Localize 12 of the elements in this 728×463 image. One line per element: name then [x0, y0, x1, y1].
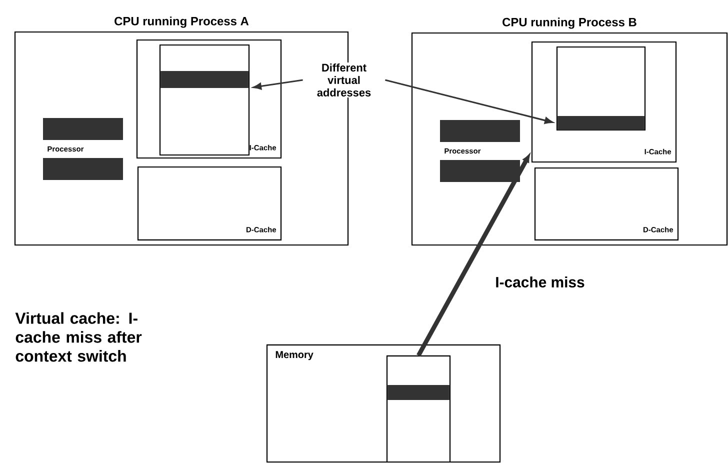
node-label: CPU running Process B	[502, 18, 636, 29]
caption-text: Virtual cache: I-cache miss after context switch	[15, 312, 142, 362]
cache-page-box	[556, 46, 646, 131]
arrow	[253, 79, 303, 90]
arrow	[416, 154, 530, 357]
memory-box: Memory	[266, 344, 501, 463]
memory-page-box	[386, 355, 451, 463]
arrow	[385, 79, 553, 124]
cache-page-box	[159, 44, 250, 156]
callout-text: Different virtual addresses	[303, 62, 385, 98]
edge-label: I-cache miss	[494, 276, 586, 288]
node-label: CPU running Process A	[114, 16, 249, 28]
